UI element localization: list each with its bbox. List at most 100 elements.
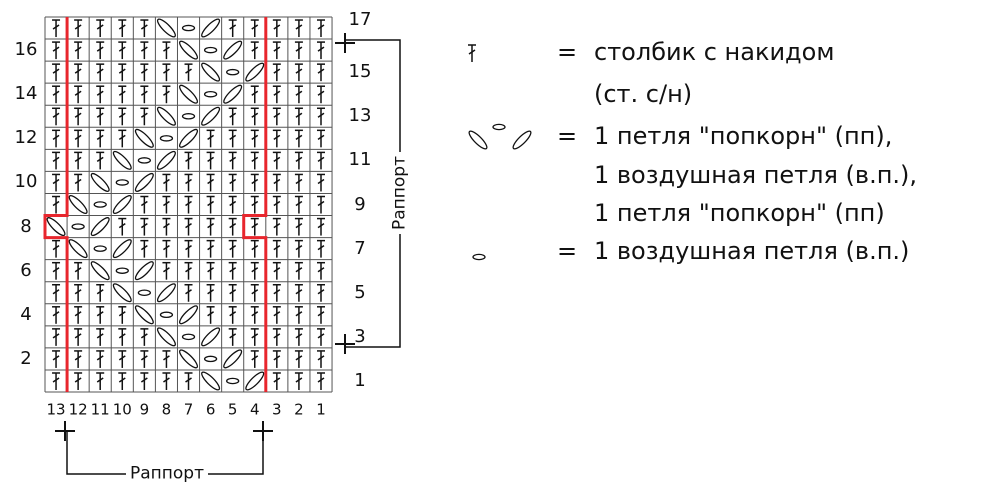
- dc-slash: [295, 46, 303, 52]
- column-label: 11: [90, 400, 110, 419]
- dc-slash: [229, 222, 237, 229]
- dc-stitch-icon: [52, 151, 61, 170]
- dc-slash: [229, 267, 237, 273]
- dc-slash: [118, 90, 126, 96]
- popcorn-right-icon: [156, 150, 176, 170]
- dc-slash: [273, 156, 281, 163]
- chart-row: [52, 349, 325, 369]
- dc-slash: [140, 355, 148, 361]
- popcorn-right-icon: [223, 349, 243, 369]
- dc-stitch-icon: [162, 173, 171, 192]
- dc-stitch-icon: [250, 85, 259, 104]
- dc-stitch-icon: [74, 19, 83, 38]
- popcorn-right-icon: [112, 239, 132, 259]
- dc-stitch-icon: [317, 129, 325, 148]
- dc-stitch-icon: [250, 239, 259, 258]
- dc-slash: [74, 311, 82, 317]
- dc-stitch-icon: [206, 284, 215, 302]
- popcorn-left-icon: [134, 305, 154, 325]
- dc-stitch-icon: [74, 261, 83, 280]
- dc-slash: [229, 311, 237, 317]
- dc-stitch-icon: [228, 284, 237, 302]
- dc-stitch-icon: [228, 19, 237, 38]
- popcorn-right-icon: [179, 305, 199, 325]
- dc-slash: [207, 156, 215, 163]
- chain-icon: [93, 201, 107, 208]
- popcorn-right-icon: [245, 371, 265, 391]
- dc-stitch-icon: [96, 328, 105, 346]
- dc-stitch-icon: [250, 173, 259, 192]
- dc-slash: [295, 178, 303, 185]
- dc-stitch-icon: [118, 41, 127, 60]
- dc-slash: [273, 289, 281, 295]
- dc-stitch-icon: [294, 129, 303, 148]
- popcorn-right-icon: [90, 217, 110, 237]
- dc-slash: [118, 68, 126, 74]
- dc-slash: [273, 222, 281, 229]
- dc-slash: [185, 245, 192, 251]
- chain-icon: [159, 135, 174, 142]
- dc-slash: [96, 68, 104, 74]
- dc-stitch-icon: [250, 328, 259, 346]
- dc-slash: [207, 245, 215, 251]
- dc-slash: [317, 46, 325, 52]
- dc-stitch-icon: [140, 195, 149, 214]
- dc-stitch-icon: [206, 151, 215, 170]
- dc-stitch-icon: [184, 284, 193, 302]
- dc-stitch-icon: [52, 306, 61, 324]
- dc-stitch-icon: [140, 217, 149, 236]
- dc-stitch-icon: [206, 195, 215, 214]
- dc-slash: [295, 355, 303, 361]
- dc-slash: [295, 333, 303, 339]
- dc-slash: [229, 134, 237, 140]
- dc-slash: [251, 134, 259, 140]
- legend-chain-text: 1 воздушная петля (в.п.): [594, 237, 910, 265]
- dc-stitch-icon: [294, 217, 303, 236]
- dc-slash: [96, 311, 104, 317]
- dc-stitch-icon: [96, 151, 105, 170]
- dc-stitch-icon: [140, 85, 149, 104]
- row-label-right: 13: [348, 105, 372, 127]
- dc-slash: [52, 355, 60, 361]
- row-label-right: 17: [348, 9, 372, 31]
- dc-stitch-icon: [206, 217, 215, 236]
- dc-slash: [163, 46, 170, 52]
- dc-stitch-icon: [228, 107, 237, 126]
- dc-slash: [317, 112, 325, 118]
- dc-stitch-icon: [118, 217, 127, 236]
- dc-stitch-icon: [118, 107, 127, 126]
- dc-stitch-icon: [272, 261, 281, 280]
- dc-slash: [52, 134, 60, 140]
- dc-slash: [317, 267, 325, 273]
- dc-stitch-icon: [272, 284, 281, 302]
- dc-slash: [251, 245, 259, 251]
- dc-slash: [52, 289, 60, 295]
- dc-slash: [229, 289, 237, 295]
- chart-row: [52, 261, 325, 281]
- dc-stitch-icon: [52, 261, 61, 280]
- dc-slash: [295, 377, 303, 383]
- dc-slash: [140, 200, 148, 207]
- dc-stitch-icon: [317, 195, 325, 214]
- chain-icon: [203, 46, 218, 54]
- dc-stitch-icon: [162, 217, 171, 236]
- legend-equals: =: [557, 38, 578, 66]
- dc-slash: [163, 267, 170, 273]
- dc-stitch-icon: [294, 173, 303, 192]
- dc-slash: [251, 178, 259, 185]
- dc-slash: [52, 377, 60, 383]
- dc-slash: [185, 156, 192, 163]
- dc-slash: [118, 222, 126, 229]
- dc-slash: [273, 355, 281, 361]
- legend-equals: =: [557, 122, 578, 150]
- dc-slash: [74, 289, 82, 295]
- dc-stitch-icon: [228, 195, 237, 214]
- dc-slash: [295, 134, 303, 140]
- dc-slash: [317, 289, 325, 295]
- dc-slash: [74, 156, 82, 163]
- chart-row: [52, 150, 325, 170]
- dc-stitch-icon: [468, 44, 476, 62]
- dc-stitch-icon: [317, 19, 325, 38]
- column-label: 12: [68, 400, 88, 419]
- row-label-left: 14: [14, 83, 38, 105]
